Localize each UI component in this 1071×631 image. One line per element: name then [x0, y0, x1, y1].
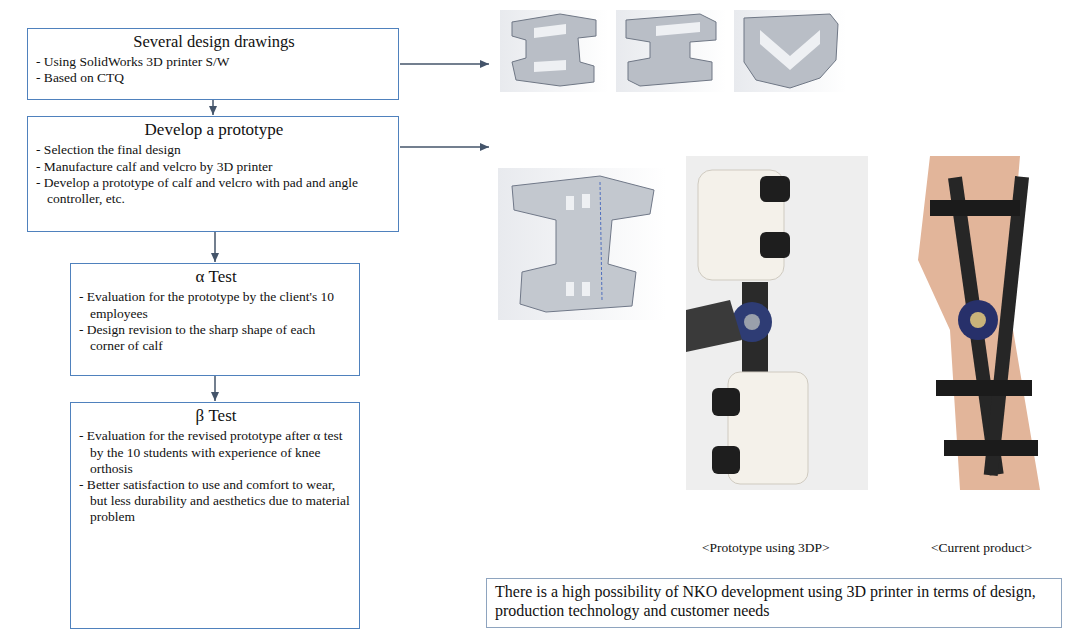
- cad-drawing: [498, 168, 666, 320]
- box-text: - Evaluation for the prototype by the cl…: [79, 289, 353, 321]
- box-text: There is a high possibility of NKO devel…: [495, 582, 1055, 620]
- cad-drawing: [500, 10, 846, 92]
- box-heading: β Test: [79, 406, 353, 426]
- picture-caption: <Current product>: [931, 540, 1032, 556]
- pointer-arrow: [400, 146, 489, 148]
- box-text: - Based on CTQ: [36, 70, 392, 86]
- product-photo: [896, 156, 1068, 490]
- box-heading: Develop a prototype: [36, 120, 392, 140]
- flow-arrow: [214, 232, 216, 262]
- box-text: - Manufacture calf and velcro by 3D prin…: [36, 159, 392, 175]
- process-box: α Test- Evaluation for the prototype by …: [70, 263, 360, 376]
- box-heading: α Test: [79, 267, 353, 287]
- flow-arrow: [214, 376, 216, 401]
- box-text: - Using SolidWorks 3D printer S/W: [36, 54, 392, 70]
- process-box: Several design drawings - Using SolidWork…: [27, 28, 399, 100]
- pointer-arrow: [400, 63, 489, 65]
- box-text: - Better satisfaction to use and comfort…: [79, 477, 353, 526]
- flow-arrow: [212, 100, 214, 115]
- box-text: - Evaluation for the revised prototype a…: [79, 428, 353, 477]
- box-text: - Develop a prototype of calf and velcro…: [36, 175, 392, 207]
- process-box: β Test- Evaluation for the revised proto…: [70, 402, 360, 629]
- prototype-photo: [686, 156, 868, 490]
- box-text: - Design revision to the sharp shape of …: [79, 322, 353, 354]
- picture-caption: <Prototype using 3DP>: [702, 540, 830, 556]
- box-heading: Several design drawings: [36, 32, 392, 52]
- box-text: - Selection the final design: [36, 142, 392, 158]
- process-box: Develop a prototype - Selection the final…: [27, 116, 399, 232]
- conclusion-box: There is a high possibility of NKO devel…: [486, 578, 1062, 628]
